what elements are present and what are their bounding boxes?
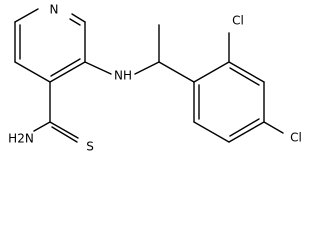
bond-c4-c3 (49, 61, 86, 83)
bond-ctho-s-inner (51, 126, 78, 143)
atom-label-amine-nh: NH (114, 69, 132, 83)
bond-a2-a3-inner (229, 67, 260, 86)
atom-label-nh2: H2N (8, 132, 34, 146)
bond-n1-c6 (14, 8, 39, 23)
bond-ctho-nh2 (33, 121, 51, 132)
bond-c3-nh (84, 61, 112, 75)
atom-label-chloro-ortho: Cl (232, 14, 244, 28)
bond-c4-c3-inner (50, 58, 81, 77)
bond-a5-a6 (193, 121, 230, 143)
bond-a2-a3 (228, 61, 265, 83)
bond-a1-a2 (193, 61, 230, 83)
amine-linker-bonds (84, 24, 195, 83)
benzene-ring-bonds (193, 61, 265, 143)
bond-c2-n1-inner (69, 18, 81, 26)
bond-c2-n1 (71, 13, 86, 23)
bond-a4-cl (263, 121, 284, 134)
thioamide-bonds (33, 81, 79, 143)
bond-ch-aryl (158, 61, 195, 83)
atom-label-chloro-para: Cl (290, 131, 302, 145)
atom-labels: N NH H2N S Cl Cl (8, 3, 302, 154)
chloro-bonds (228, 32, 284, 134)
atom-label-sulfur: S (86, 140, 94, 154)
bond-ctho-s-outer (49, 121, 79, 139)
bond-nh-ch (134, 61, 160, 75)
bond-a4-a5 (228, 121, 265, 143)
bond-a4-a5-inner (229, 118, 260, 137)
pyridine-ring-bonds (14, 8, 86, 83)
chemical-structure: N NH H2N S Cl Cl (8, 3, 302, 154)
bond-c5-c4 (14, 61, 51, 83)
atom-label-pyridine-n: N (50, 3, 59, 17)
